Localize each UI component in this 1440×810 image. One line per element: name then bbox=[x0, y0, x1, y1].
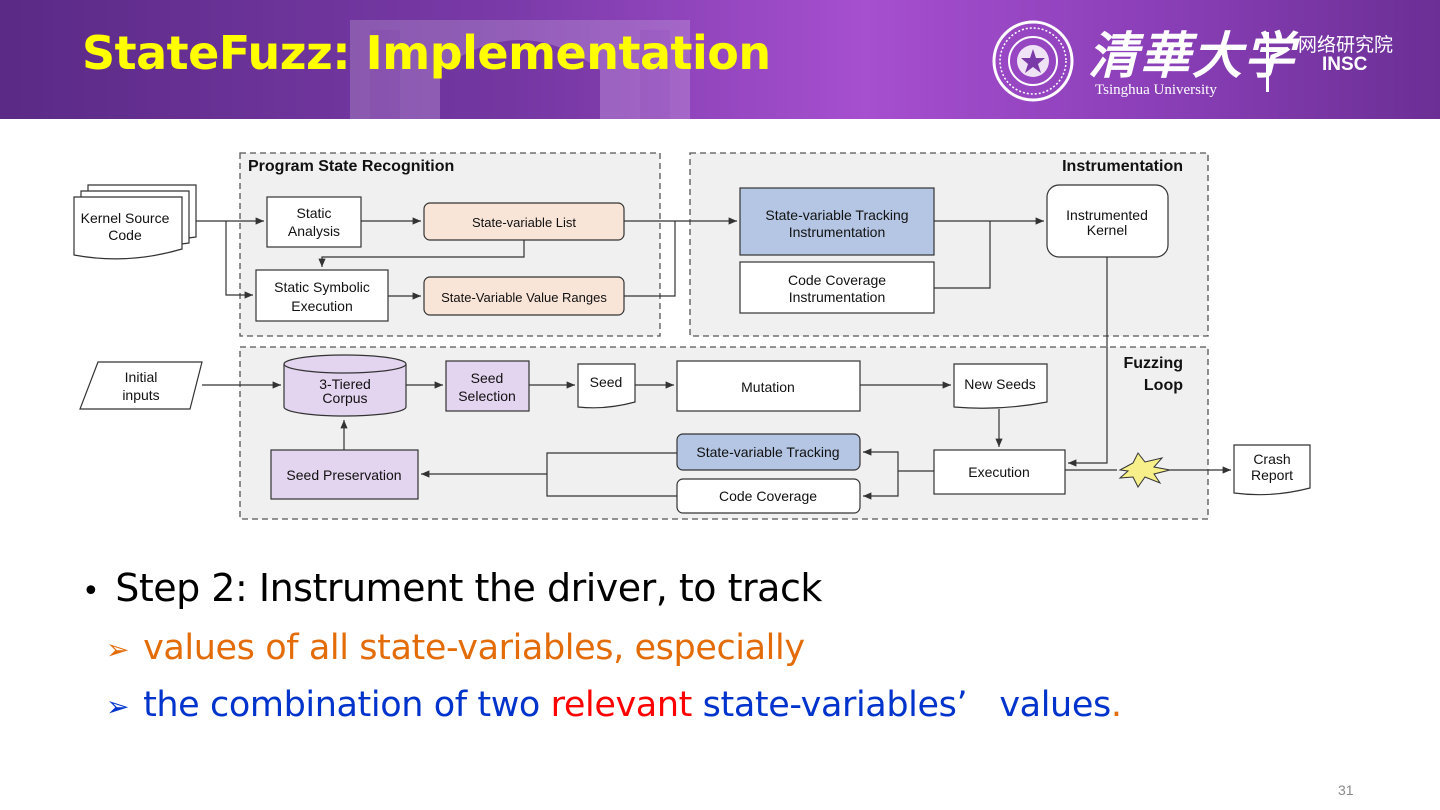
cci-text-2: Instrumentation bbox=[789, 289, 886, 305]
university-name-cn: 清華大学 bbox=[1088, 26, 1296, 85]
institute-name-en: INSC bbox=[1322, 54, 1368, 75]
fuzzing-loop-label-1: Fuzzing bbox=[1123, 355, 1183, 372]
header-banner: StateFuzz: Implementation 清華大学 Tsinghua … bbox=[0, 0, 1440, 119]
slide-title: StateFuzz: Implementation bbox=[82, 26, 771, 80]
seed-selection-text-1: Seed bbox=[471, 370, 504, 386]
seed-selection-text-2: Selection bbox=[458, 388, 516, 404]
sub-bullet-1-text: values of all state-variables, especiall… bbox=[143, 628, 805, 668]
kernel-source-text-1: Kernel Source bbox=[81, 210, 170, 226]
sv-tracking-node bbox=[676, 433, 861, 471]
sse-text-2: Execution bbox=[291, 298, 352, 314]
instrumentation-label: Instrumentation bbox=[1062, 158, 1183, 175]
bullet-step-2: • Step 2: Instrument the driver, to track bbox=[82, 566, 822, 610]
crash-report-text-1: Crash bbox=[1253, 451, 1290, 467]
corpus-node: 3-Tiered Corpus bbox=[283, 354, 407, 417]
sub-bullet-2-text-b: state-variables’ values bbox=[691, 685, 1112, 725]
bullet-dot-icon: • bbox=[82, 574, 100, 609]
initial-inputs-node bbox=[79, 361, 203, 410]
seed-preservation-text: Seed Preservation bbox=[286, 467, 401, 483]
svti-text-1: State-variable Tracking bbox=[765, 207, 908, 223]
page-number: 31 bbox=[1338, 782, 1354, 798]
sub-bullet-1: ➢ values of all state-variables, especial… bbox=[106, 628, 805, 668]
mutation-text: Mutation bbox=[741, 379, 795, 395]
seed-node bbox=[577, 363, 636, 409]
sv-tracking-text: State-variable Tracking bbox=[696, 444, 839, 460]
crash-burst-icon bbox=[1118, 452, 1171, 488]
sub-bullet-2: ➢ the combination of two relevant state-v… bbox=[106, 685, 1122, 725]
state-variable-list-text: State-variable List bbox=[472, 215, 576, 230]
arrow-bullet-icon: ➢ bbox=[106, 633, 130, 666]
initial-inputs-text-2: inputs bbox=[122, 387, 159, 403]
university-logo: 清華大学 Tsinghua University 网络研究院 INSC bbox=[992, 16, 1412, 106]
code-coverage-text: Code Coverage bbox=[719, 488, 817, 504]
ik-text-1: Instrumented bbox=[1066, 207, 1148, 223]
seed-selection-node bbox=[445, 360, 530, 412]
static-symbolic-execution-node bbox=[255, 269, 389, 322]
corpus-text-2: Corpus bbox=[322, 390, 367, 406]
execution-text: Execution bbox=[968, 464, 1029, 480]
crash-report-node bbox=[1233, 444, 1311, 496]
institute-name-cn: 网络研究院 bbox=[1298, 34, 1394, 56]
cci-text-1: Code Coverage bbox=[788, 272, 886, 288]
new-seeds-text: New Seeds bbox=[964, 376, 1036, 392]
mutation-node bbox=[676, 360, 861, 412]
static-analysis-text-1: Static bbox=[296, 205, 331, 221]
ik-text-2: Kernel bbox=[1087, 222, 1127, 238]
loop-edges bbox=[202, 381, 1231, 500]
program-state-recognition-label: Program State Recognition bbox=[248, 158, 454, 175]
sub-bullet-2-period: . bbox=[1110, 685, 1122, 725]
seed-preservation-node bbox=[270, 449, 419, 500]
logo-divider bbox=[1266, 32, 1269, 92]
sub-bullet-2-text-a: the combination of two bbox=[143, 685, 551, 725]
kernel-source-code-node: Kernel Source Code bbox=[73, 184, 197, 260]
svvr-text: State-Variable Value Ranges bbox=[441, 290, 607, 305]
static-analysis-node bbox=[266, 196, 362, 248]
new-seeds-node bbox=[953, 363, 1048, 409]
kernel-source-text-2: Code bbox=[108, 227, 142, 243]
seed-text: Seed bbox=[590, 374, 623, 390]
arrow-bullet-icon: ➢ bbox=[106, 690, 130, 723]
statefuzz-architecture-diagram: Program State Recognition Instrumentatio… bbox=[73, 152, 1311, 520]
tsinghua-seal-icon bbox=[992, 20, 1074, 102]
fuzzing-loop-label-2: Loop bbox=[1144, 377, 1183, 394]
code-coverage-instrumentation-node bbox=[739, 261, 935, 314]
svti-text-2: Instrumentation bbox=[789, 224, 886, 240]
execution-node bbox=[933, 449, 1066, 495]
crash-report-text-2: Report bbox=[1251, 467, 1293, 483]
static-analysis-text-2: Analysis bbox=[288, 223, 340, 239]
corpus-text-1: 3-Tiered bbox=[319, 376, 371, 392]
initial-inputs-text-1: Initial bbox=[125, 369, 158, 385]
top-edges bbox=[196, 217, 1108, 467]
relevant-highlight: relevant bbox=[550, 685, 693, 725]
sse-text-1: Static Symbolic bbox=[274, 279, 370, 295]
bullet-step-text: Step 2: Instrument the driver, to track bbox=[115, 566, 822, 610]
building-arch-background bbox=[350, 20, 690, 119]
university-name-en: Tsinghua University bbox=[1095, 82, 1217, 98]
